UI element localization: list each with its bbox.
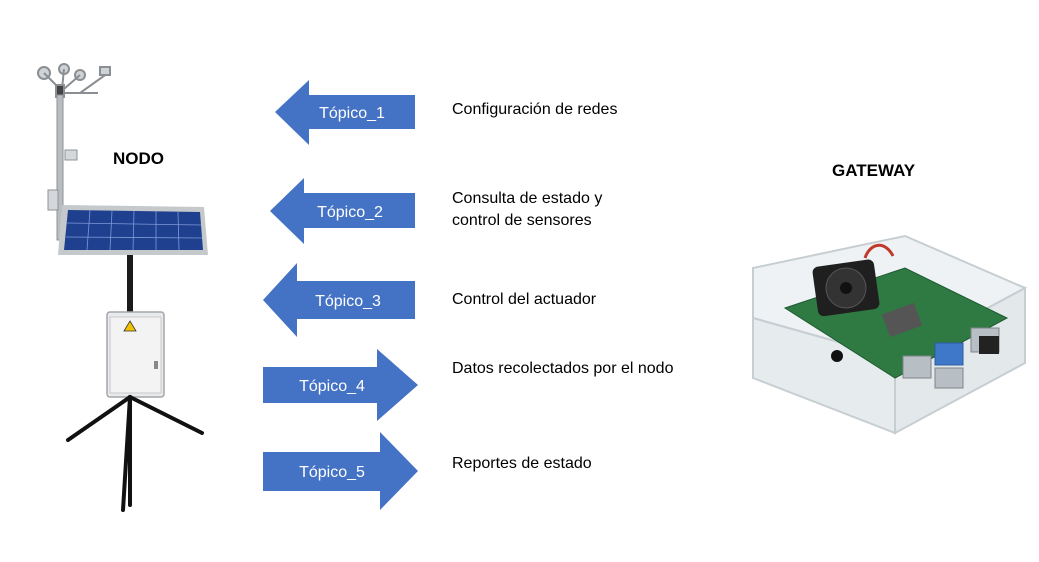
topic-3-arrow: Tópico_3	[263, 263, 415, 337]
topic-3-label: Tópico_3	[315, 293, 381, 310]
nodo-title: NODO	[113, 149, 164, 168]
topic-2-arrow: Tópico_2	[270, 178, 415, 244]
topic-1-label: Tópico_1	[319, 105, 385, 122]
topic-2-description: Consulta de estado y control de sensores	[452, 190, 603, 229]
topic-5-label: Tópico_5	[299, 464, 365, 481]
tripod-icon	[66, 395, 204, 512]
control-box-icon	[106, 311, 165, 398]
solar-panel-icon	[58, 205, 208, 255]
anemometer-icon	[37, 63, 111, 98]
topic-4-arrow: Tópico_4	[263, 349, 418, 421]
nodo-station-image	[37, 63, 208, 512]
topic-4-label: Tópico_4	[299, 378, 365, 395]
ethernet-port-icon	[979, 336, 999, 354]
arrow-shape	[263, 432, 418, 510]
topic-5-arrow: Tópico_5	[263, 432, 418, 510]
arrow-shape	[263, 263, 415, 337]
arrow-shape	[263, 349, 418, 421]
topic-3-description: Control del actuador	[452, 291, 597, 308]
topic-4-description: Datos recolectados por el nodo	[452, 360, 674, 377]
fan-icon	[812, 259, 880, 317]
arrow-shape	[270, 178, 415, 244]
topic-2-label: Tópico_2	[317, 204, 383, 221]
audio-jack-icon	[831, 350, 843, 362]
arrow-shape	[275, 80, 415, 145]
topic-5-description: Reportes de estado	[452, 455, 592, 472]
topic-1-arrow: Tópico_1	[275, 80, 415, 145]
topic-1-description: Configuración de redes	[452, 101, 618, 118]
gateway-raspberry-pi-image	[752, 234, 1028, 435]
gateway-title: GATEWAY	[832, 161, 916, 180]
topic-arrows: Tópico_1 Tópico_2 Tópico_3 Tópico_4 Tópi…	[263, 80, 418, 510]
